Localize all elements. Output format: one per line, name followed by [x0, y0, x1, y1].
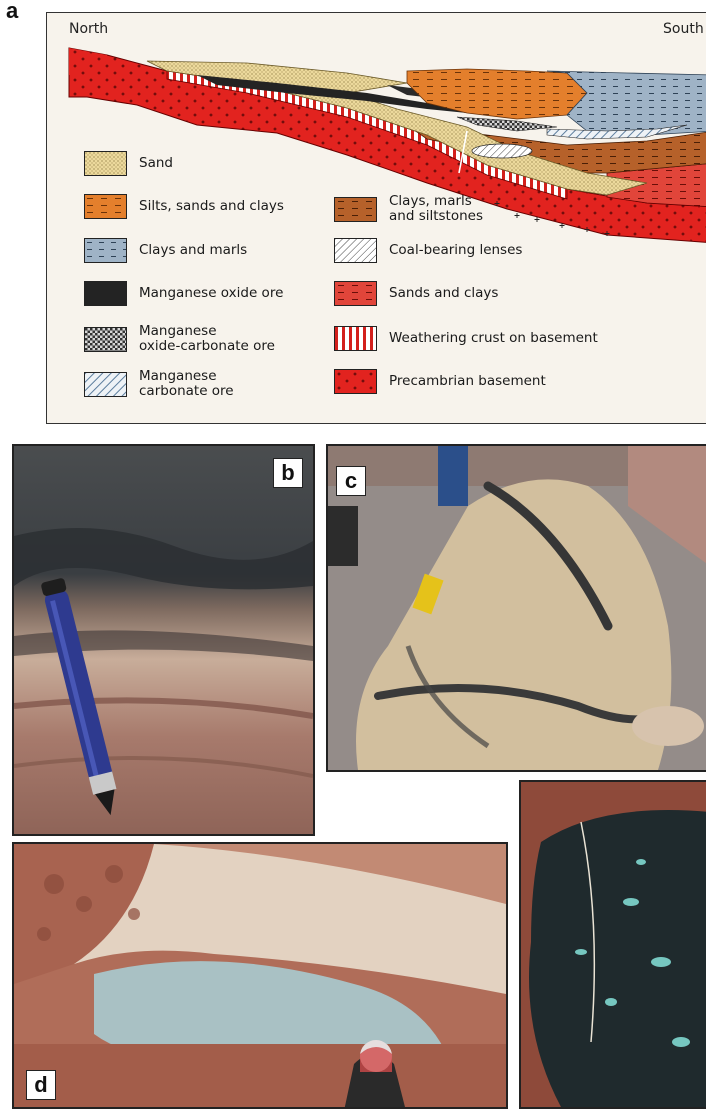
legend-item-clays-marls: Clays and marls: [84, 238, 247, 263]
sands-clays-swatch: [334, 281, 377, 306]
legend-item-mn-oxide-carbonate: Manganese oxide-carbonate ore: [84, 324, 275, 354]
legend-label: Sand: [139, 156, 173, 171]
legend-label: Clays, marls and siltstones: [389, 194, 483, 224]
silts-swatch: [84, 194, 127, 219]
photo-b-outcrop-with-pen: b: [12, 444, 315, 836]
photo-c-boulder-with-scale: c: [326, 444, 706, 772]
legend-item-sands-clays: Sands and clays: [334, 281, 498, 306]
legend-label: Silts, sands and clays: [139, 199, 284, 214]
legend-item-basement: Precambrian basement: [334, 369, 546, 394]
clays-marls-siltstones-swatch: [334, 197, 377, 222]
legend-label: Sands and clays: [389, 286, 498, 301]
legend-item-sand: Sand: [84, 151, 173, 176]
panel-a-letter: a: [6, 0, 18, 24]
legend-label: Manganese oxide-carbonate ore: [139, 324, 275, 354]
photo-d-sandstone-outcrop: d: [12, 842, 508, 1109]
legend-label: Weathering crust on basement: [389, 331, 598, 346]
legend-label: Manganese oxide ore: [139, 286, 283, 301]
panel-c-letter: c: [336, 466, 366, 496]
mn-carbonate-swatch: [84, 372, 127, 397]
legend-label: Clays and marls: [139, 243, 247, 258]
legend-item-weathering-crust: Weathering crust on basement: [334, 326, 598, 351]
cross-section-panel: North South: [46, 12, 706, 424]
legend-label: Coal-bearing lenses: [389, 243, 522, 258]
silts-sands-clays-layer: [407, 69, 587, 119]
photo-ore-specimen: [519, 780, 706, 1109]
legend-item-silts: Silts, sands and clays: [84, 194, 284, 219]
panel-b-letter: b: [273, 458, 303, 488]
coal-bearing-lens: [472, 144, 532, 158]
basement-swatch: [334, 369, 377, 394]
legend-item-clays-marls-siltstones: Clays, marls and siltstones: [334, 194, 483, 224]
legend-item-mn-oxide: Manganese oxide ore: [84, 281, 283, 306]
clays-marls-swatch: [84, 238, 127, 263]
legend-item-mn-carbonate: Manganese carbonate ore: [84, 369, 234, 399]
sand-swatch: [84, 151, 127, 176]
legend-label: Manganese carbonate ore: [139, 369, 234, 399]
legend-item-coal: Coal-bearing lenses: [334, 238, 522, 263]
mn-oxide-carbonate-ore-layer: [457, 117, 557, 131]
mn-oxide-swatch: [84, 281, 127, 306]
coal-swatch: [334, 238, 377, 263]
weathering-crust-swatch: [334, 326, 377, 351]
legend-label: Precambrian basement: [389, 374, 546, 389]
mn-oxide-carbonate-swatch: [84, 327, 127, 352]
panel-d-letter: d: [26, 1070, 56, 1100]
